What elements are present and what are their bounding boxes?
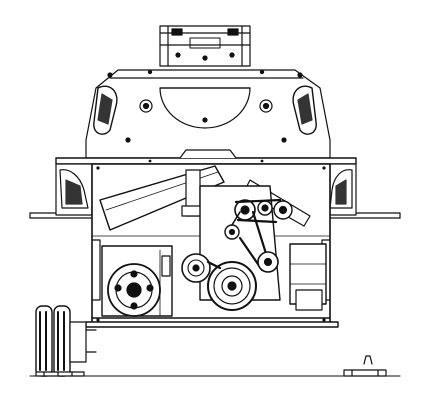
track-left [35, 371, 85, 377]
cooling-box-right [289, 243, 327, 311]
hull-side-left [55, 163, 93, 216]
road-wheel-left [35, 305, 97, 377]
turret-body [85, 69, 331, 159]
hull-side-right [329, 163, 357, 216]
cooling-fan-left [101, 245, 173, 317]
engine [181, 185, 293, 311]
turret-hatch [159, 25, 251, 67]
rivets [96, 159, 326, 322]
track-right [343, 355, 387, 377]
